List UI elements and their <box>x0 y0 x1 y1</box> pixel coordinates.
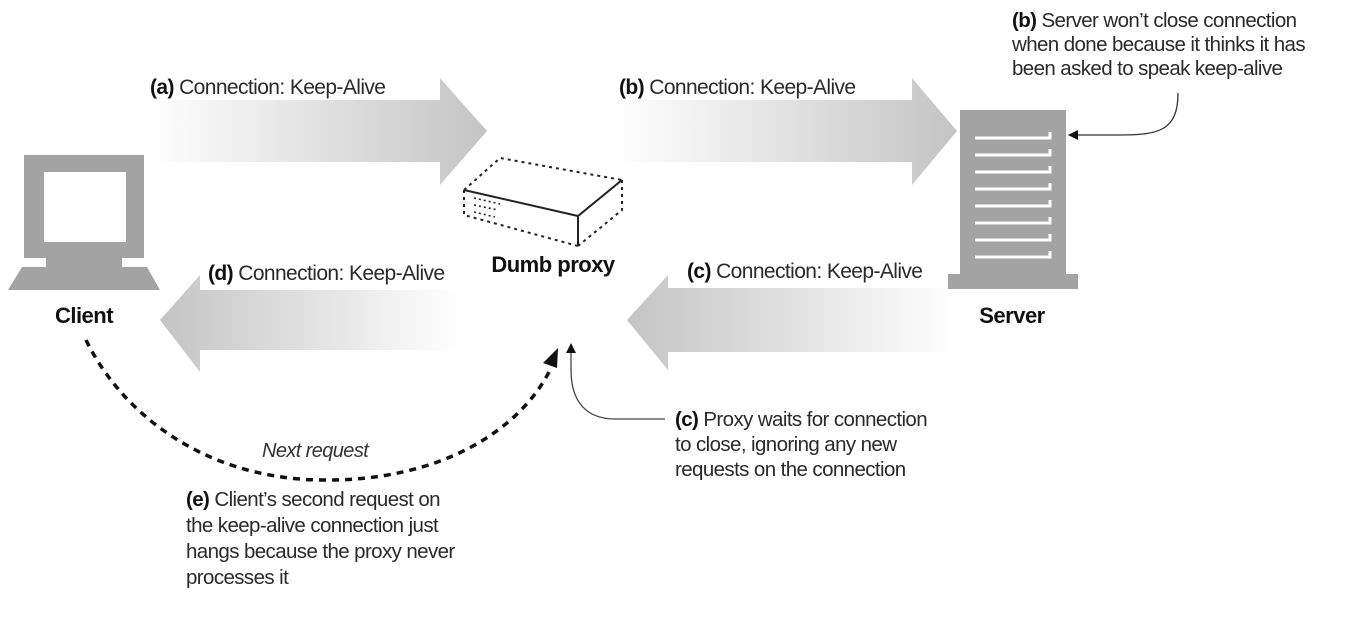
arrow-d-shape <box>160 275 460 372</box>
arrow-b: (b) Connection: Keep-Alive <box>615 76 957 185</box>
server-slot <box>975 200 1052 208</box>
arrow-c-label: (c) Connection: Keep-Alive <box>687 260 922 283</box>
server-slot <box>975 166 1052 174</box>
client-label: Client <box>55 303 114 328</box>
next-request-label: Next request <box>262 440 370 462</box>
proxy-box-icon <box>463 156 623 247</box>
next-request-path: Next request <box>84 339 558 482</box>
server-slot <box>975 149 1052 157</box>
note-b-pointer <box>1068 92 1179 140</box>
server-node: Server <box>948 110 1078 328</box>
arrow-b-shape <box>615 78 957 185</box>
note-e-text: (e) Client’s second request on the keep-… <box>186 488 460 589</box>
server-label: Server <box>979 303 1045 328</box>
note-b-text: (b) Server won’t close connection when d… <box>1011 9 1310 80</box>
proxy-label: Dumb proxy <box>491 252 616 277</box>
next-request-curve <box>84 339 552 482</box>
arrow-c: (c) Connection: Keep-Alive <box>627 260 955 370</box>
computer-monitor-icon <box>8 155 160 290</box>
arrow-a-shape <box>150 78 487 185</box>
server-slot <box>975 217 1052 225</box>
note-c: (c) Proxy waits for connection to close,… <box>566 343 932 481</box>
proxy-node: Dumb proxy <box>463 156 623 277</box>
arrow-d-label: (d) Connection: Keep-Alive <box>208 262 445 285</box>
note-c-text: (c) Proxy waits for connection to close,… <box>675 408 932 481</box>
note-e: (e) Client’s second request on the keep-… <box>186 488 460 589</box>
note-c-pointer <box>566 343 665 420</box>
server-slot <box>975 132 1052 140</box>
note-b: (b) Server won’t close connection when d… <box>1011 9 1310 140</box>
server-slot <box>975 234 1052 242</box>
server-slot <box>975 251 1052 259</box>
client-node: Client <box>8 155 160 328</box>
next-request-arrowhead-icon <box>543 348 558 368</box>
arrow-a: (a) Connection: Keep-Alive <box>150 76 487 185</box>
arrow-b-label: (b) Connection: Keep-Alive <box>619 76 856 99</box>
server-tower-icon <box>948 110 1078 289</box>
arrow-c-shape <box>627 275 955 370</box>
server-slot <box>975 183 1052 191</box>
arrow-a-label: (a) Connection: Keep-Alive <box>150 76 385 99</box>
arrow-d: (d) Connection: Keep-Alive <box>160 262 460 372</box>
